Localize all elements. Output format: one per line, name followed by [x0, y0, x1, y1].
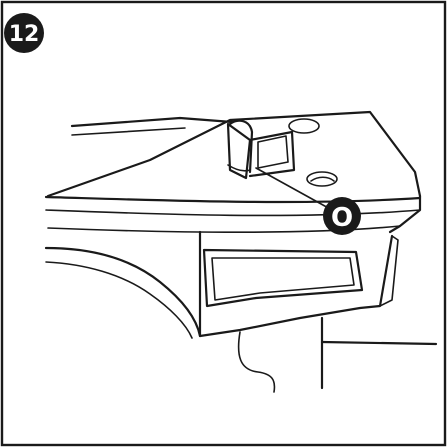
- step-number-text: 12: [9, 22, 40, 47]
- screw-hole-rear: [288, 118, 320, 134]
- callout-badge: O: [323, 197, 361, 235]
- raised-tab: [226, 119, 296, 180]
- plate-top-surface: [46, 110, 422, 198]
- plate-right-side: [388, 194, 422, 234]
- left-skirt-inner: [45, 261, 193, 339]
- screw-hole-front: [306, 171, 338, 187]
- callout-label: O: [331, 203, 353, 233]
- callout-leader-line: [255, 167, 333, 211]
- housing-right-lip: [379, 235, 399, 307]
- cable: [237, 331, 276, 393]
- support-post-base: [320, 340, 438, 346]
- plate-front-edge-lower: [45, 209, 421, 217]
- back-rail-lower: [71, 127, 186, 136]
- plate-front-edge-bottom: [47, 225, 401, 234]
- left-skirt-outer: [44, 246, 202, 338]
- step-number-badge: 12: [4, 13, 44, 53]
- assembly-illustration: [44, 110, 438, 393]
- plate-front-edge: [44, 195, 422, 204]
- housing-window-inner: [211, 257, 355, 301]
- back-rail: [70, 116, 234, 128]
- housing-window: [202, 248, 364, 308]
- screw-hole-front-inner: [310, 176, 335, 182]
